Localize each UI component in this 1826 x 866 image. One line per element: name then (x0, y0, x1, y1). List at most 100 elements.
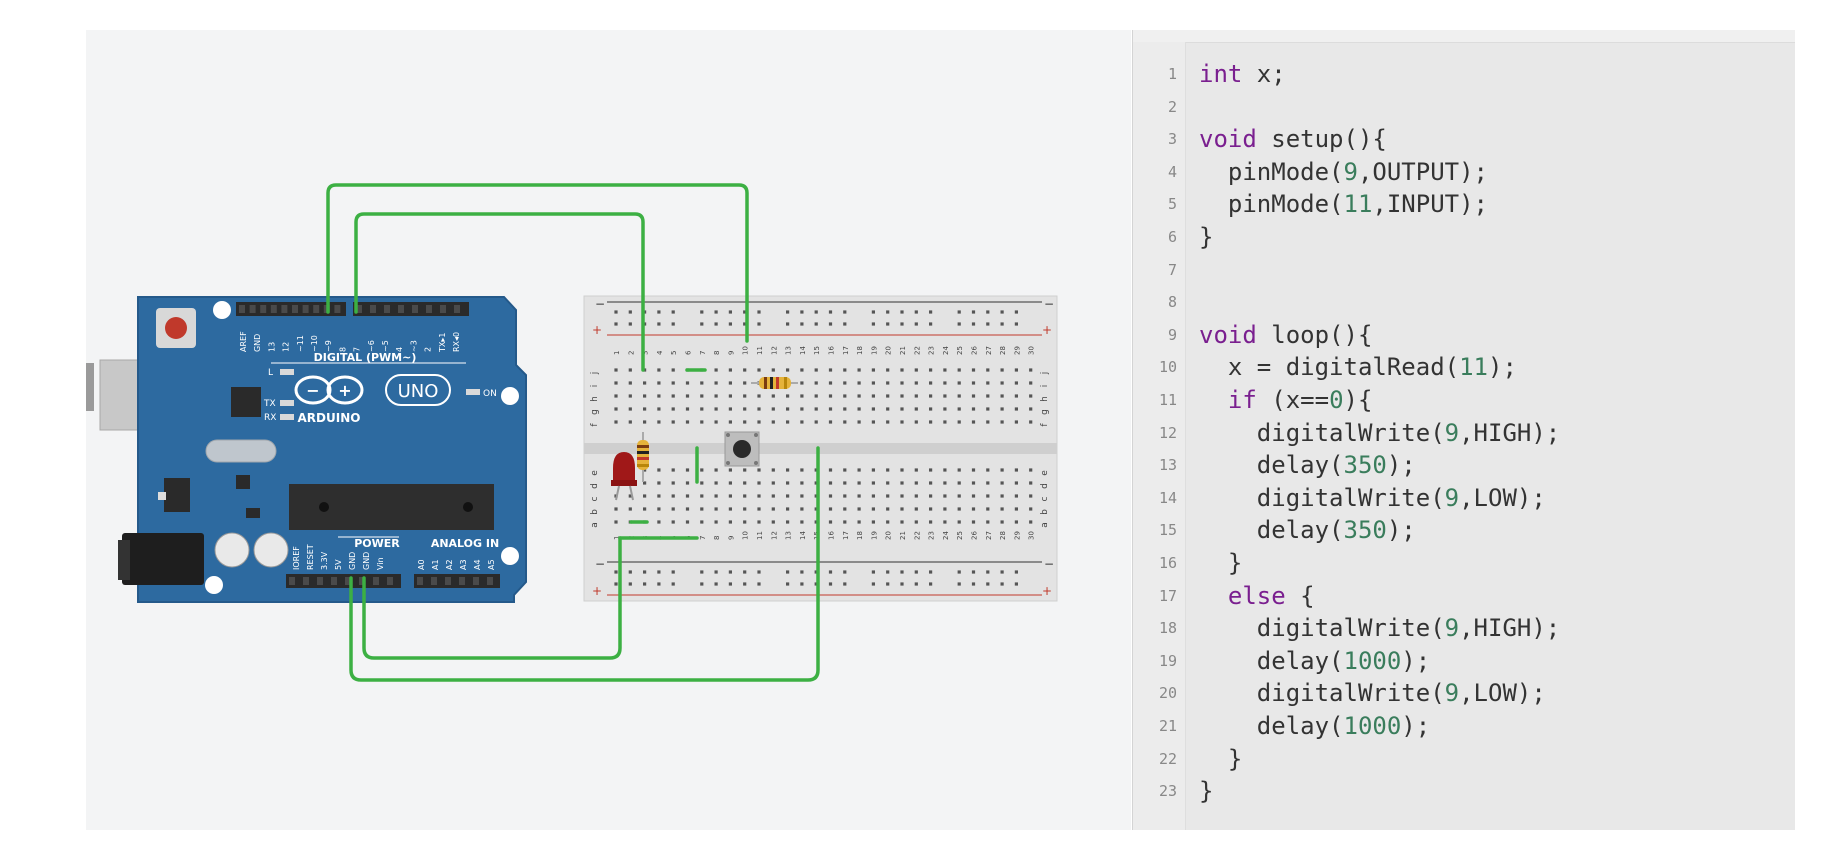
rail-hole[interactable] (657, 582, 661, 586)
breadboard-hole[interactable] (657, 520, 661, 524)
rail-hole[interactable] (957, 582, 961, 586)
breadboard-hole[interactable] (986, 381, 990, 385)
code-line[interactable]: x = digitalRead(11); (1199, 351, 1517, 383)
breadboard-hole[interactable] (843, 481, 847, 485)
rail-hole[interactable] (714, 322, 718, 326)
breadboard-hole[interactable] (700, 420, 704, 424)
breadboard-hole[interactable] (871, 481, 875, 485)
rail-hole[interactable] (614, 582, 618, 586)
breadboard-hole[interactable] (1014, 507, 1018, 511)
breadboard-hole[interactable] (800, 368, 804, 372)
breadboard-hole[interactable] (771, 394, 775, 398)
breadboard-hole[interactable] (714, 494, 718, 498)
breadboard-hole[interactable] (886, 381, 890, 385)
breadboard-hole[interactable] (914, 407, 918, 411)
breadboard-hole[interactable] (1014, 420, 1018, 424)
rail-hole[interactable] (886, 322, 890, 326)
breadboard-hole[interactable] (743, 368, 747, 372)
breadboard-hole[interactable] (814, 394, 818, 398)
breadboard-hole[interactable] (643, 494, 647, 498)
breadboard-hole[interactable] (643, 420, 647, 424)
breadboard-hole[interactable] (843, 407, 847, 411)
breadboard-hole[interactable] (628, 507, 632, 511)
rail-hole[interactable] (728, 582, 732, 586)
rail-hole[interactable] (1014, 582, 1018, 586)
breadboard-hole[interactable] (757, 507, 761, 511)
breadboard-hole[interactable] (1000, 407, 1004, 411)
breadboard-hole[interactable] (800, 394, 804, 398)
wire-gnd-to-breadboard[interactable] (362, 536, 622, 660)
breadboard-hole[interactable] (857, 520, 861, 524)
header-hole[interactable] (387, 577, 393, 585)
breadboard-hole[interactable] (900, 407, 904, 411)
rail-hole[interactable] (714, 582, 718, 586)
rail-hole[interactable] (971, 582, 976, 586)
rail-hole[interactable] (814, 322, 818, 326)
rail-hole[interactable] (986, 570, 990, 574)
breadboard-hole[interactable] (771, 468, 775, 472)
rail-hole[interactable] (886, 582, 890, 586)
header-hole[interactable] (459, 577, 465, 585)
header-hole[interactable] (440, 305, 446, 313)
breadboard-hole[interactable] (771, 494, 775, 498)
breadboard-hole[interactable] (1000, 468, 1004, 472)
rail-hole[interactable] (914, 570, 918, 574)
breadboard-hole[interactable] (614, 507, 618, 511)
rail-hole[interactable] (843, 322, 847, 326)
wires[interactable] (326, 183, 820, 682)
code-line[interactable]: else { (1199, 580, 1315, 612)
breadboard-hole[interactable] (743, 520, 747, 524)
wire-pin11-to-breadboard[interactable] (326, 183, 749, 343)
rail-hole[interactable] (828, 582, 833, 586)
breadboard-hole[interactable] (986, 420, 990, 424)
breadboard-hole[interactable] (900, 481, 904, 485)
breadboard-hole[interactable] (929, 520, 933, 524)
code-line[interactable]: } (1199, 743, 1242, 775)
rail-hole[interactable] (786, 322, 790, 326)
rail-hole[interactable] (929, 582, 933, 586)
breadboard-hole[interactable] (786, 507, 790, 511)
rail-hole[interactable] (843, 310, 847, 314)
code-line[interactable]: } (1199, 547, 1242, 579)
rail-hole[interactable] (871, 310, 875, 314)
rail-hole[interactable] (743, 322, 747, 326)
header-hole[interactable] (313, 305, 320, 313)
breadboard-hole[interactable] (1029, 368, 1033, 372)
breadboard-hole[interactable] (986, 520, 990, 524)
breadboard-hole[interactable] (771, 368, 775, 372)
breadboard-hole[interactable] (671, 381, 675, 385)
header-hole[interactable] (426, 305, 432, 313)
breadboard-hole[interactable] (671, 368, 675, 372)
breadboard-hole[interactable] (929, 481, 933, 485)
breadboard-hole[interactable] (757, 407, 761, 411)
breadboard-hole[interactable] (800, 468, 804, 472)
breadboard-hole[interactable] (1029, 507, 1033, 511)
push-button-cap[interactable] (733, 440, 751, 458)
rail-hole[interactable] (828, 570, 833, 574)
header-hole[interactable] (417, 577, 423, 585)
breadboard-holes[interactable] (614, 310, 1033, 586)
breadboard-hole[interactable] (943, 481, 947, 485)
rail-hole[interactable] (929, 310, 933, 314)
breadboard-hole[interactable] (914, 468, 918, 472)
breadboard-hole[interactable] (1029, 481, 1033, 485)
breadboard-hole[interactable] (871, 420, 875, 424)
breadboard-hole[interactable] (786, 481, 790, 485)
breadboard-hole[interactable] (614, 420, 618, 424)
breadboard-hole[interactable] (871, 468, 875, 472)
breadboard-hole[interactable] (657, 481, 661, 485)
code-line[interactable]: delay(350); (1199, 514, 1416, 546)
rail-hole[interactable] (900, 310, 904, 314)
header-hole[interactable] (292, 305, 298, 313)
rail-hole[interactable] (786, 570, 790, 574)
breadboard-hole[interactable] (971, 494, 976, 498)
breadboard-hole[interactable] (886, 481, 890, 485)
rail-hole[interactable] (800, 582, 804, 586)
breadboard-hole[interactable] (914, 368, 918, 372)
rail-hole[interactable] (700, 310, 704, 314)
breadboard-hole[interactable] (857, 481, 861, 485)
breadboard-hole[interactable] (957, 381, 961, 385)
